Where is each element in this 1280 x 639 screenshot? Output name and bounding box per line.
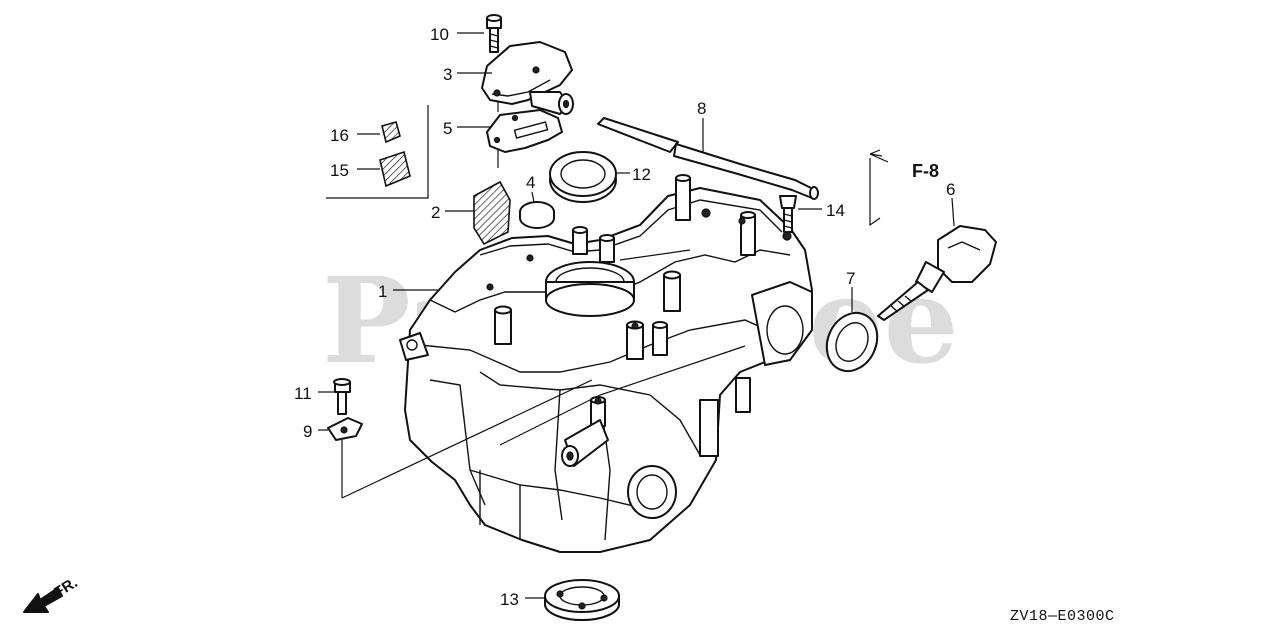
clamp-part-9[interactable]: [327, 417, 363, 441]
callout-15: 15: [330, 161, 349, 180]
crankcase-part-1[interactable]: [399, 174, 813, 553]
breather-cover-part-3[interactable]: [481, 41, 574, 115]
callout-3: 3: [443, 65, 452, 84]
callout-14: 14: [826, 201, 845, 220]
bolt-part-11[interactable]: [333, 378, 351, 415]
callout-11: 11: [294, 384, 312, 403]
callout-12: 12: [632, 165, 651, 184]
diagram-code: ZV18—E0300C: [1010, 608, 1115, 625]
kit-bracket: [326, 105, 429, 199]
filter-part-16[interactable]: [381, 121, 401, 144]
callout-4: 4: [526, 173, 535, 192]
leader-lines: [318, 32, 955, 599]
callout-7: 7: [846, 269, 855, 288]
filter-part-15[interactable]: [379, 150, 411, 188]
callout-6: 6: [946, 180, 955, 199]
callout-8: 8: [697, 99, 706, 118]
reference-bracket: [869, 153, 889, 227]
filter-part-2[interactable]: [473, 180, 511, 246]
callout-10: 10: [430, 25, 449, 44]
callout-9: 9: [303, 422, 312, 441]
oil-seal-part-12[interactable]: [549, 151, 617, 203]
o-ring-part-7[interactable]: [818, 305, 887, 380]
bolt-part-14[interactable]: [779, 195, 797, 233]
dipstick-part-6[interactable]: [877, 225, 997, 321]
arrow-down-left-icon: [23, 587, 63, 613]
reference-label: F-8: [912, 161, 939, 181]
callout-5: 5: [443, 119, 452, 138]
bolt-part-10[interactable]: [486, 14, 502, 53]
gasket-part-5[interactable]: [486, 109, 563, 153]
callout-2: 2: [431, 203, 440, 222]
plug-part-4[interactable]: [519, 201, 555, 229]
bearing-seal-part-13[interactable]: [544, 579, 620, 621]
callout-1: 1: [378, 282, 387, 301]
callout-13: 13: [500, 590, 519, 609]
breather-hose-part-8[interactable]: [597, 117, 819, 200]
callout-16: 16: [330, 126, 349, 145]
